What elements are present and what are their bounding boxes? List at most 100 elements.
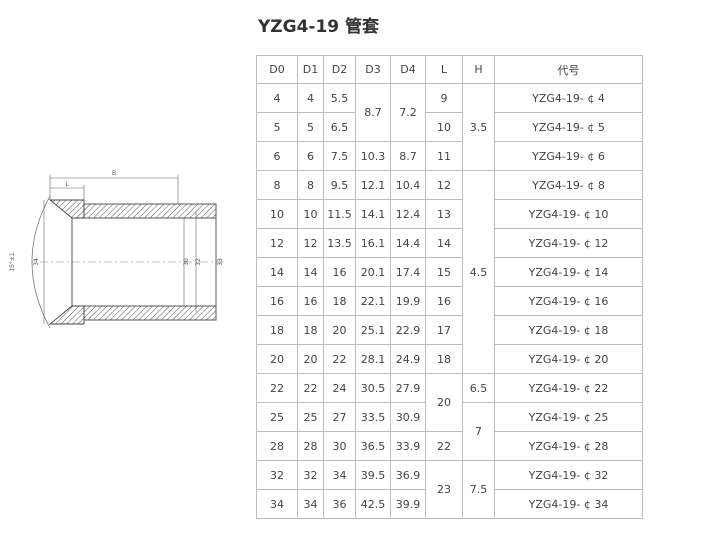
cell-d4: 36.9	[390, 460, 426, 490]
table-row: 34 34 36 42.5 39.9 YZG4-19- ¢ 34	[256, 489, 643, 519]
cell-l: 13	[425, 199, 463, 229]
cell-d2: 30	[323, 431, 356, 461]
overall-length-label: B	[112, 170, 116, 177]
cell-code: YZG4-19- ¢ 10	[494, 199, 643, 229]
cell-d3: 36.5	[355, 431, 391, 461]
cell-d0: 5	[256, 112, 298, 142]
cell-l: 14	[425, 228, 463, 258]
cell-d4: 14.4	[390, 228, 426, 258]
cell-h: 7.5	[462, 460, 495, 519]
cell-l: 12	[425, 170, 463, 200]
cell-code: YZG4-19- ¢ 12	[494, 228, 643, 258]
cell-d0: 8	[256, 170, 298, 200]
cell-code: YZG4-19- ¢ 16	[494, 286, 643, 316]
d0-label: 34	[33, 258, 40, 266]
cell-d2: 16	[323, 257, 356, 287]
table-row: 10 10 11.5 14.1 12.4 13 YZG4-19- ¢ 10	[256, 199, 643, 229]
table-row: 18 18 20 25.1 22.9 17 YZG4-19- ¢ 18	[256, 315, 643, 345]
cell-d2: 9.5	[323, 170, 356, 200]
cell-d0: 10	[256, 199, 298, 229]
cell-d1: 5	[297, 112, 324, 142]
cell-h: 3.5	[462, 83, 495, 171]
cell-d4: 12.4	[390, 199, 426, 229]
cell-d3: 25.1	[355, 315, 391, 345]
cell-d1: 20	[297, 344, 324, 374]
cell-code: YZG4-19- ¢ 34	[494, 489, 643, 519]
cell-d2: 36	[323, 489, 356, 519]
table-row: 16 16 18 22.1 19.9 16 YZG4-19- ¢ 16	[256, 286, 643, 316]
top-chamfer-section	[48, 199, 85, 219]
cell-d2: 13.5	[323, 228, 356, 258]
cell-d1: 18	[297, 315, 324, 345]
cell-d0: 4	[256, 83, 298, 113]
cell-d4: 22.9	[390, 315, 426, 345]
cell-l: 18	[425, 344, 463, 374]
header-d2: D2	[323, 55, 356, 84]
cell-d0: 20	[256, 344, 298, 374]
sleeve-drawing: B L 34 30 32 33 15°±1	[9, 170, 225, 329]
table-row: 28 28 30 36.5 33.9 22 YZG4-19- ¢ 28	[256, 431, 643, 461]
cell-d0: 34	[256, 489, 298, 519]
cell-code: YZG4-19- ¢ 32	[494, 460, 643, 490]
cell-d2: 18	[323, 286, 356, 316]
cell-code: YZG4-19- ¢ 14	[494, 257, 643, 287]
table-header-row: D0 D1 D2 D3 D4 L H 代号	[256, 55, 643, 84]
cell-d1: 10	[297, 199, 324, 229]
cell-code: YZG4-19- ¢ 28	[494, 431, 643, 461]
table-row: 20 20 22 28.1 24.9 18 YZG4-19- ¢ 20	[256, 344, 643, 374]
cell-d4: 10.4	[390, 170, 426, 200]
cell-d4: 30.9	[390, 402, 426, 432]
cell-d3: 28.1	[355, 344, 391, 374]
cell-l: 11	[425, 141, 463, 171]
cell-l: 17	[425, 315, 463, 345]
cell-d2: 27	[323, 402, 356, 432]
cell-d4: 27.9	[390, 373, 426, 403]
header-d4: D4	[390, 55, 426, 84]
table-row: 22 22 24 30.5 27.9 20 6.5 YZG4-19- ¢ 22	[256, 373, 643, 432]
cell-d4: 17.4	[390, 257, 426, 287]
cell-h: 4.5	[462, 170, 495, 374]
angle-label: 15°±1	[9, 252, 16, 272]
cell-d0: 28	[256, 431, 298, 461]
header-l: L	[425, 55, 463, 84]
cell-d1: 12	[297, 228, 324, 258]
cell-d1: 4	[297, 83, 324, 113]
table-row: 32 32 34 39.5 36.9 23 7.5 YZG4-19- ¢ 32	[256, 460, 643, 519]
cell-d3: 8.7	[355, 83, 391, 142]
cell-d1: 32	[297, 460, 324, 490]
table-row: 12 12 13.5 16.1 14.4 14 YZG4-19- ¢ 12	[256, 228, 643, 258]
cell-l: 15	[425, 257, 463, 287]
cell-code: YZG4-19- ¢ 4	[494, 83, 643, 113]
cell-d2: 24	[323, 373, 356, 403]
cell-d2: 20	[323, 315, 356, 345]
table-row: 6 6 7.5 10.3 8.7 11 YZG4-19- ¢ 6	[256, 141, 643, 171]
cell-d4: 8.7	[390, 141, 426, 171]
cell-d1: 22	[297, 373, 324, 403]
cell-h: 6.5	[462, 373, 495, 403]
cell-d3: 22.1	[355, 286, 391, 316]
header-h: H	[462, 55, 495, 84]
cell-code: YZG4-19- ¢ 18	[494, 315, 643, 345]
cell-d1: 16	[297, 286, 324, 316]
cell-d3: 33.5	[355, 402, 391, 432]
cell-d3: 20.1	[355, 257, 391, 287]
page-title: YZG4-19 管套	[258, 17, 380, 37]
cell-d0: 25	[256, 402, 298, 432]
cell-d0: 16	[256, 286, 298, 316]
cell-d3: 30.5	[355, 373, 391, 403]
cell-d0: 22	[256, 373, 298, 403]
spec-table: D0 D1 D2 D3 D4 L H 代号 4 4 5.5 8.7 7.2 9 …	[256, 55, 643, 519]
cell-d3: 14.1	[355, 199, 391, 229]
table-row: 14 14 16 20.1 17.4 15 YZG4-19- ¢ 14	[256, 257, 643, 287]
cell-d4: 7.2	[390, 83, 426, 142]
cell-code: YZG4-19- ¢ 20	[494, 344, 643, 374]
d4-label: 32	[195, 258, 202, 266]
cell-d4: 33.9	[390, 431, 426, 461]
bottom-chamfer-section	[48, 305, 85, 325]
cell-d1: 6	[297, 141, 324, 171]
cell-d4: 39.9	[390, 489, 426, 519]
cell-d1: 34	[297, 489, 324, 519]
cell-d3: 12.1	[355, 170, 391, 200]
table-row: 25 25 27 33.5 30.9 7 YZG4-19- ¢ 25	[256, 402, 643, 461]
cell-d0: 18	[256, 315, 298, 345]
